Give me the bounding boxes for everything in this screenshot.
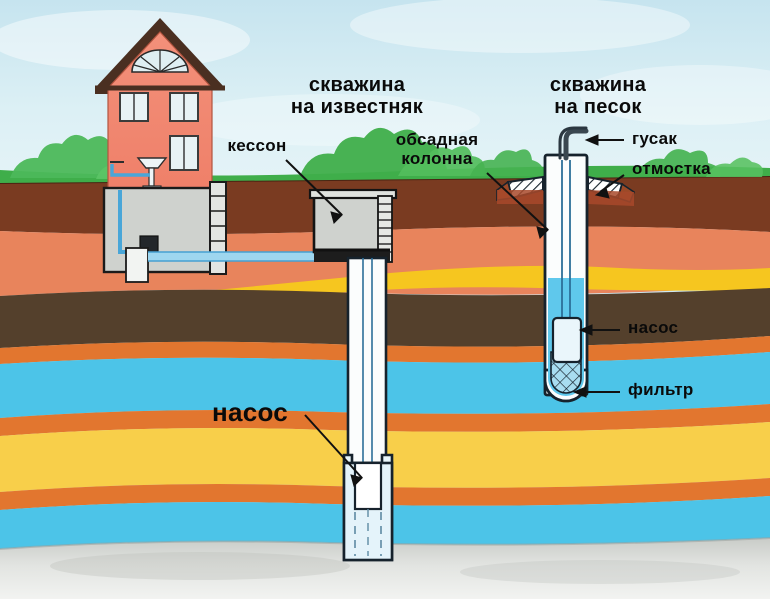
label-pump-limestone: насос [211, 397, 289, 427]
label-pump-sand: насос [628, 318, 679, 337]
label-filter: фильтр [628, 380, 694, 399]
sand-submersible-pump [551, 316, 583, 364]
indoor-water-pipe [110, 164, 150, 177]
bush-far-right [636, 149, 721, 177]
stratum-limestone [0, 538, 770, 599]
label-casing-column: обсадная колонна [395, 130, 479, 169]
bush-mid-2 [398, 146, 485, 176]
hydro-tank [125, 247, 149, 283]
bush-right [470, 149, 543, 176]
caisson [308, 188, 398, 263]
sand-well [496, 126, 635, 403]
leader-lines [285, 134, 625, 487]
bush-left [10, 134, 137, 178]
label-caisson: кессон [227, 136, 287, 155]
limestone-well-casing [342, 256, 394, 562]
house [95, 18, 225, 192]
gooseneck-pipe [563, 128, 589, 161]
house-window-upper-right [169, 92, 199, 122]
house-window-upper-left [119, 92, 149, 122]
limestone-submersible-pump [353, 461, 383, 511]
label-well-limestone: скважина на известняк [290, 74, 424, 119]
label-apron: отмостка [632, 159, 711, 178]
house-window-lower-right [169, 135, 199, 171]
label-well-sand: скважина на песок [549, 74, 647, 119]
attic-fan-window [131, 49, 189, 73]
label-gooseneck: гусак [632, 129, 678, 148]
bush-far-right-2 [706, 157, 763, 177]
